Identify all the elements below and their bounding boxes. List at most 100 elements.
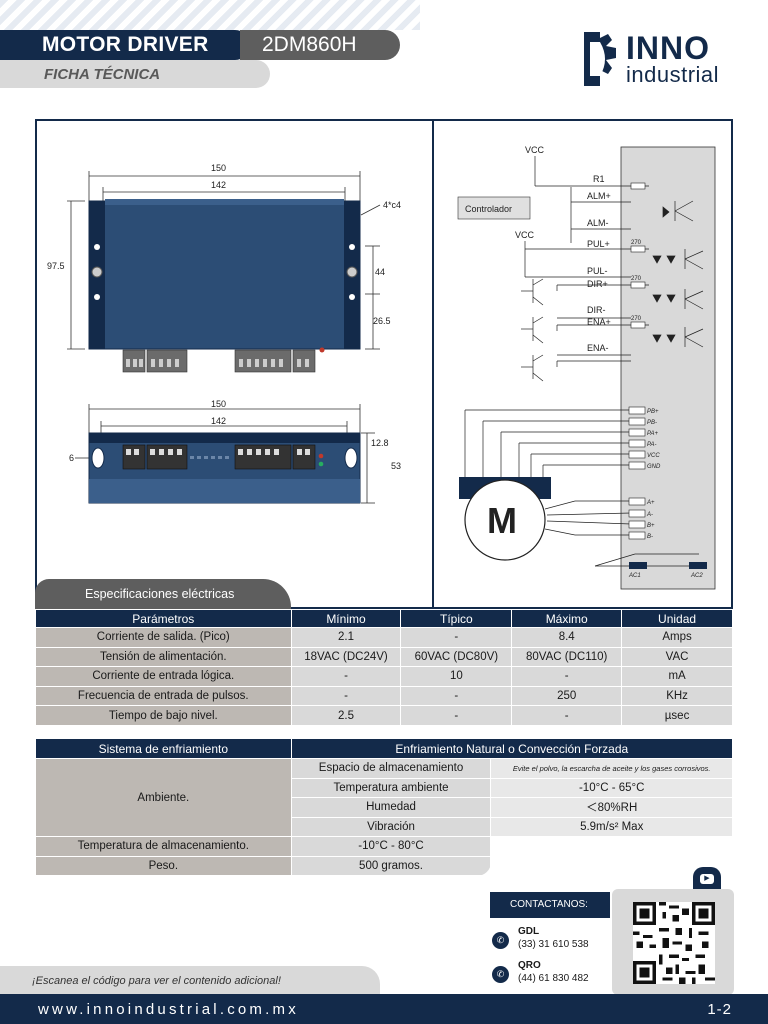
pin-vcc: VCC	[647, 453, 660, 459]
unit-cell: Amps	[621, 627, 733, 648]
motor-symbol	[464, 479, 546, 561]
technical-drawings: 150 142 4*c4 97.5 44 26.5 150 142 12.8 6…	[47, 145, 716, 590]
dim-97-5: 97.5	[47, 261, 65, 271]
table-row: Tiempo de bajo nivel. 2.5 - - µsec	[35, 705, 733, 726]
motor-label: M	[487, 500, 517, 541]
ambient-label: Ambiente.	[35, 758, 292, 837]
header-maximo: Máximo	[511, 609, 623, 628]
cooling-system-label: Sistema de enfriamiento	[35, 738, 292, 759]
min-cell: 2.1	[290, 627, 402, 648]
typ-cell: 10	[400, 666, 513, 687]
pin-pa-plus: PA+	[647, 431, 659, 437]
phone-icon: ✆	[492, 932, 509, 949]
dim-142-top: 142	[211, 180, 226, 190]
header-stripes	[0, 0, 420, 30]
env-param-cell: Temperatura ambiente	[290, 777, 492, 798]
dim-12-8: 12.8	[371, 438, 389, 448]
contact-phone: (33) 31 610 538	[518, 939, 589, 950]
table-row: Peso. 500 gramos.	[35, 855, 733, 876]
env-value-cell: -10°C - 65°C	[490, 777, 733, 798]
table-row: Corriente de salida. (Pico) 2.1 - 8.4 Am…	[35, 627, 733, 648]
pin-pb-plus: PB+	[647, 409, 659, 415]
weight-value: 500 gramos.	[290, 855, 492, 876]
env-param-cell: Espacio de almacenamiento	[290, 758, 492, 779]
cooling-specs-table: Sistema de enfriamiento Enfriamiento Nat…	[35, 738, 734, 876]
website-link[interactable]: www.innoindustrial.com.mx	[38, 1001, 299, 1018]
cooling-system-value: Enfriamiento Natural o Convección Forzad…	[290, 738, 734, 759]
scan-prompt: ¡Escanea el código para ver el contenido…	[0, 966, 380, 994]
footer-bar: www.innoindustrial.com.mx 1-2	[0, 994, 768, 1024]
electrical-specs-table: Parámetros Mínimo Típico Máximo Unidad C…	[35, 609, 733, 726]
max-cell: 8.4	[511, 627, 623, 648]
pul-minus-label: PUL-	[587, 266, 608, 276]
max-cell: -	[511, 705, 623, 726]
param-cell: Tiempo de bajo nivel.	[35, 705, 292, 726]
top-view-drawing	[67, 171, 381, 350]
max-cell: 250	[511, 685, 623, 707]
ena-minus-label: ENA-	[587, 343, 609, 353]
typ-cell: -	[400, 627, 513, 648]
dim-26-5: 26.5	[373, 316, 391, 326]
contact-city: GDL	[518, 926, 540, 937]
dim-150-front: 150	[211, 399, 226, 409]
contact-qro: ✆ QRO (44) 61 830 482	[492, 960, 612, 990]
dim-6: 6	[69, 453, 74, 463]
dim-150-top: 150	[211, 163, 226, 173]
brand-logo: INNO industrial	[580, 28, 740, 90]
schematic-resistors	[630, 182, 646, 329]
dim-142-front: 142	[211, 416, 226, 426]
pin-pa-minus: PA-	[647, 442, 657, 448]
table-row: Tensión de alimentación. 18VAC (DC24V) 6…	[35, 646, 733, 668]
table-row: Humedad ＜80%RH	[36, 797, 733, 818]
controller-box	[457, 196, 531, 220]
contact-title: CONTACTANOS:	[490, 892, 610, 918]
param-cell: Corriente de salida. (Pico)	[35, 627, 292, 648]
brand-subname: industrial	[626, 62, 720, 87]
pin-ac1: AC1	[628, 573, 641, 579]
weight-label: Peso.	[35, 855, 292, 876]
table-row: Corriente de entrada lógica. - 10 - mA	[35, 666, 733, 687]
pin-b-plus: B+	[647, 523, 655, 529]
max-cell: 80VAC (DC110)	[511, 646, 623, 668]
env-value-cell: ＜80%RH	[490, 797, 733, 818]
typ-cell: -	[400, 705, 513, 726]
contact-gdl: ✆ GDL (33) 31 610 538	[492, 926, 612, 956]
param-cell: Tensión de alimentación.	[35, 646, 292, 668]
typ-cell: 60VAC (DC80V)	[400, 646, 513, 668]
param-cell: Corriente de entrada lógica.	[35, 666, 292, 687]
unit-cell: µsec	[621, 705, 733, 726]
alm-plus-label: ALM+	[587, 191, 611, 201]
unit-cell: VAC	[621, 646, 733, 668]
pul-plus-label: PUL+	[587, 239, 610, 249]
dim-holes: 4*c4	[383, 200, 401, 210]
r1-label: R1	[593, 174, 605, 184]
page-number: 1-2	[707, 1001, 732, 1018]
env-value-cell: 5.9m/s² Max	[490, 816, 733, 837]
min-cell: 18VAC (DC24V)	[290, 646, 402, 668]
pin-pb-minus: PB-	[647, 420, 657, 426]
contact-phone: (44) 61 830 482	[518, 973, 589, 984]
driver-top-body	[88, 200, 361, 350]
table-row: Temperatura ambiente -10°C - 65°C	[36, 777, 733, 798]
env-value-cell: Evite el polvo, la escarcha de aceite y …	[490, 758, 733, 779]
storage-temp-value: -10°C - 80°C	[290, 836, 492, 857]
header-minimo: Mínimo	[290, 609, 402, 628]
min-cell: 2.5	[290, 705, 402, 726]
pin-gnd: GND	[647, 464, 661, 470]
pin-a-minus: A-	[646, 512, 653, 518]
table-row: Temperatura de almacenamiento. -10°C - 8…	[35, 836, 733, 857]
resistor-3-label: 270	[631, 316, 642, 322]
table-row: Vibración 5.9m/s² Max	[36, 816, 733, 837]
electrical-specs-tab: Especificaciones eléctricas	[35, 579, 291, 609]
max-cell: -	[511, 666, 623, 687]
product-title: MOTOR DRIVER	[0, 30, 250, 60]
qr-code-icon[interactable]	[627, 902, 721, 984]
env-param-cell: Vibración	[290, 816, 492, 837]
document-subtitle: FICHA TÉCNICA	[0, 60, 270, 88]
phone-icon: ✆	[492, 966, 509, 983]
drawing-divider	[432, 119, 434, 609]
schematic-pin-boxes	[628, 406, 646, 540]
header-unidad: Unidad	[621, 609, 733, 628]
youtube-icon[interactable]: ▶	[700, 874, 714, 884]
resistor-1-label: 270	[631, 240, 642, 246]
